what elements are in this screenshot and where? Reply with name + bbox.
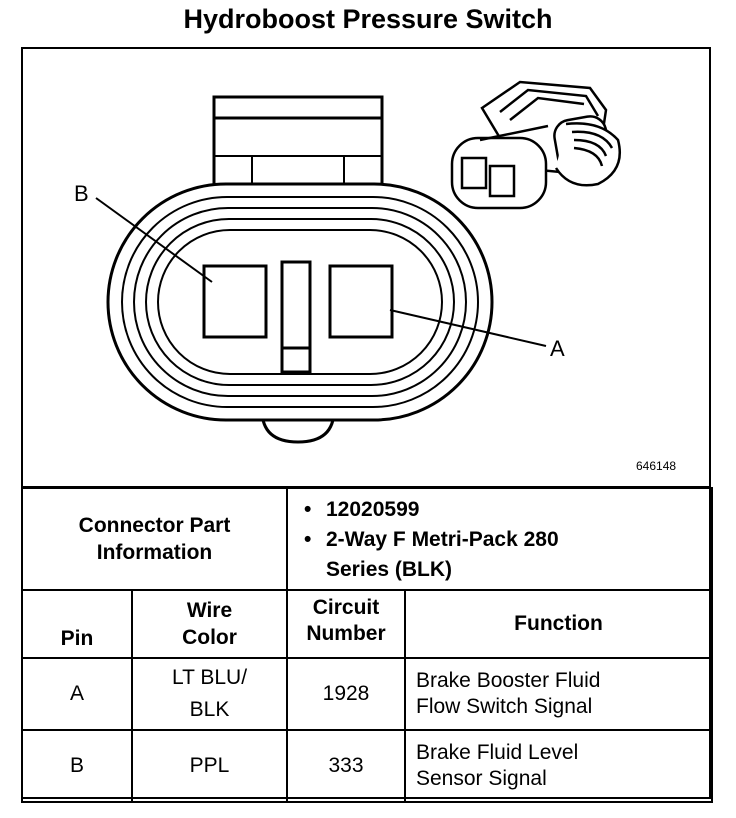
pin-cell: B: [21, 729, 133, 803]
header-circuit-number: Circuit Number: [286, 589, 406, 659]
leader-line-b: [95, 197, 213, 283]
part-number: 12020599: [304, 495, 711, 525]
leader-line-a: [389, 309, 547, 347]
pin-cell: A: [21, 657, 133, 731]
pin-b-label: B: [74, 181, 89, 206]
connector-table: Connector Part Information 12020599 2-Wa…: [21, 487, 713, 803]
function-cell: Brake Booster Fluid Flow Switch Signal: [404, 657, 713, 731]
header-function: Function: [404, 589, 713, 659]
page-title: Hydroboost Pressure Switch: [183, 4, 553, 34]
connector-part-info: 12020599 2-Way F Metri-Pack 280 Series (…: [286, 487, 713, 591]
wire-color-cell: PPL: [131, 729, 288, 803]
connector-iso-view: [450, 80, 621, 210]
connector-front-view: [106, 95, 494, 444]
pin-a-label: A: [550, 336, 565, 361]
circuit-cell: 1928: [286, 657, 406, 731]
circuit-cell: 333: [286, 729, 406, 803]
part-description: 2-Way F Metri-Pack 280 Series (BLK): [304, 525, 576, 585]
connector-diagram: [21, 80, 711, 488]
function-cell: Brake Fluid Level Sensor Signal: [404, 729, 713, 803]
table-row: A LT BLU/ BLK 1928 Brake Booster Fluid F…: [21, 657, 713, 731]
header-wire-color: Wire Color: [131, 589, 288, 659]
header-pin: Pin: [21, 589, 133, 659]
wire-color-cell: LT BLU/ BLK: [131, 657, 288, 731]
figure-code: 646148: [636, 459, 677, 473]
table-row: B PPL 333 Brake Fluid Level Sensor Signa…: [21, 729, 713, 803]
connector-part-label: Connector Part Information: [21, 487, 288, 591]
